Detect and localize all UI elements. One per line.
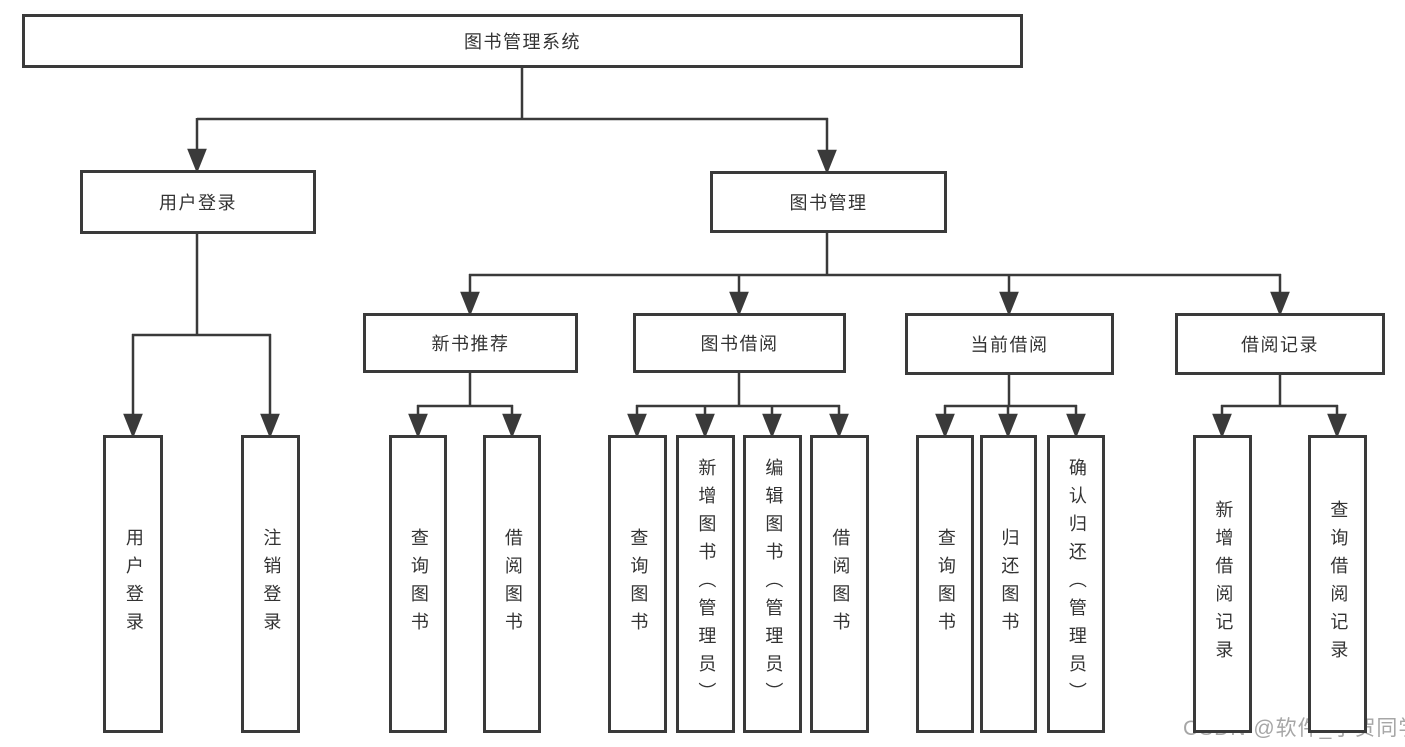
node-borrowing-records: 借阅记录 [1175,313,1385,375]
leaf-cb-query-books-label: 查询图书 [935,528,956,640]
leaf-nbr-borrow-books-label: 借阅图书 [502,528,523,640]
leaf-nbr-query-books-label: 查询图书 [408,528,429,640]
leaf-br-query-record: 查询借阅记录 [1308,435,1367,733]
node-root-system: 图书管理系统 [22,14,1023,68]
leaf-br-add-record-label: 新增借阅记录 [1213,500,1234,668]
leaf-cb-confirm-return-admin: 确认归还（管理员） [1047,435,1105,733]
leaf-cb-query-books: 查询图书 [916,435,974,733]
node-user-login-branch: 用户登录 [80,170,316,234]
leaf-logout-label: 注销登录 [261,528,282,640]
node-user-login-branch-label: 用户登录 [159,193,237,213]
leaf-logout: 注销登录 [241,435,300,733]
node-book-management-branch-label: 图书管理 [789,193,868,213]
leaf-bb-add-books-admin-label: 新增图书（管理员） [696,458,717,710]
node-new-book-recommend: 新书推荐 [363,313,578,373]
leaf-bb-add-books-admin: 新增图书（管理员） [676,435,735,733]
node-borrowing-records-label: 借阅记录 [1241,335,1319,355]
leaf-cb-confirm-return-admin-label: 确认归还（管理员） [1066,458,1087,710]
node-new-book-recommend-label: 新书推荐 [431,334,510,354]
node-root-system-label: 图书管理系统 [464,32,581,52]
leaf-user-login: 用户登录 [103,435,163,733]
leaf-br-add-record: 新增借阅记录 [1193,435,1252,733]
leaf-cb-return-books-label: 归还图书 [999,528,1020,640]
leaf-nbr-borrow-books: 借阅图书 [483,435,541,733]
node-book-borrowing: 图书借阅 [633,313,846,373]
leaf-cb-return-books: 归还图书 [980,435,1037,733]
node-book-management-branch: 图书管理 [710,171,947,233]
leaf-bb-edit-books-admin-label: 编辑图书（管理员） [763,458,784,710]
leaf-bb-query-books: 查询图书 [608,435,667,733]
node-current-borrowing-label: 当前借阅 [970,335,1049,355]
leaf-bb-borrow-books: 借阅图书 [810,435,869,733]
node-book-borrowing-label: 图书借阅 [700,334,779,354]
node-current-borrowing: 当前借阅 [905,313,1114,375]
leaf-nbr-query-books: 查询图书 [389,435,447,733]
leaf-bb-edit-books-admin: 编辑图书（管理员） [743,435,802,733]
leaf-user-login-label: 用户登录 [123,528,144,640]
leaf-bb-query-books-label: 查询图书 [628,528,649,640]
leaf-bb-borrow-books-label: 借阅图书 [830,528,851,640]
leaf-br-query-record-label: 查询借阅记录 [1328,500,1349,668]
